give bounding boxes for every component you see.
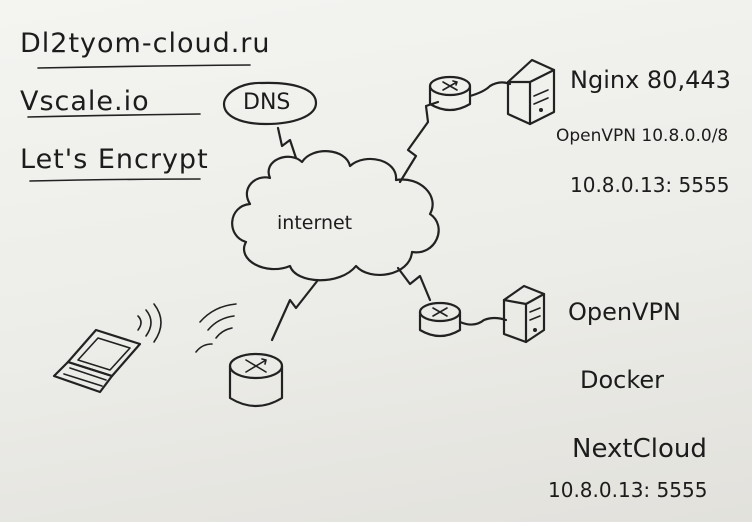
domain-note-2: Vscale.io xyxy=(20,86,150,117)
link-bottom-router-server xyxy=(458,316,508,326)
wifi-waves-router-2 xyxy=(195,343,213,353)
underline-2 xyxy=(27,113,201,118)
link-cloud-top-router xyxy=(398,100,440,184)
link-cloud-bottom-router xyxy=(396,266,432,302)
dns-circle xyxy=(222,81,318,126)
top-server-address: 10.8.0.13: 5555 xyxy=(570,173,730,197)
wifi-waves-router xyxy=(199,303,237,339)
domain-note-1: Dl2tyom-cloud.ru xyxy=(20,28,271,59)
bottom-server-docker: Docker xyxy=(580,366,665,394)
bottom-server-openvpn: OpenVPN xyxy=(568,298,681,326)
link-cloud-wifi-router xyxy=(270,278,320,342)
server-top-icon xyxy=(506,58,556,126)
bottom-server-nextcloud: NextCloud xyxy=(572,434,707,464)
dns-link xyxy=(276,126,298,160)
router-bottom-icon xyxy=(418,301,462,338)
internet-label: internet xyxy=(277,212,353,234)
link-top-router-server xyxy=(468,81,512,98)
internet-cloud xyxy=(231,150,440,282)
dns-label: DNS xyxy=(243,90,291,115)
domain-note-3: Let's Encrypt xyxy=(20,144,209,175)
bottom-server-address: 10.8.0.13: 5555 xyxy=(548,478,708,502)
underline-1 xyxy=(37,64,251,69)
wifi-waves-laptop xyxy=(137,303,162,343)
underline-3 xyxy=(29,178,201,182)
top-server-openvpn: OpenVPN 10.8.0.0/8 xyxy=(556,126,729,146)
laptop-icon xyxy=(52,328,142,394)
router-top-icon xyxy=(428,75,472,112)
router-wifi-icon xyxy=(228,352,284,408)
server-bottom-icon xyxy=(502,284,546,344)
top-server-nginx: Nginx 80,443 xyxy=(570,66,731,94)
